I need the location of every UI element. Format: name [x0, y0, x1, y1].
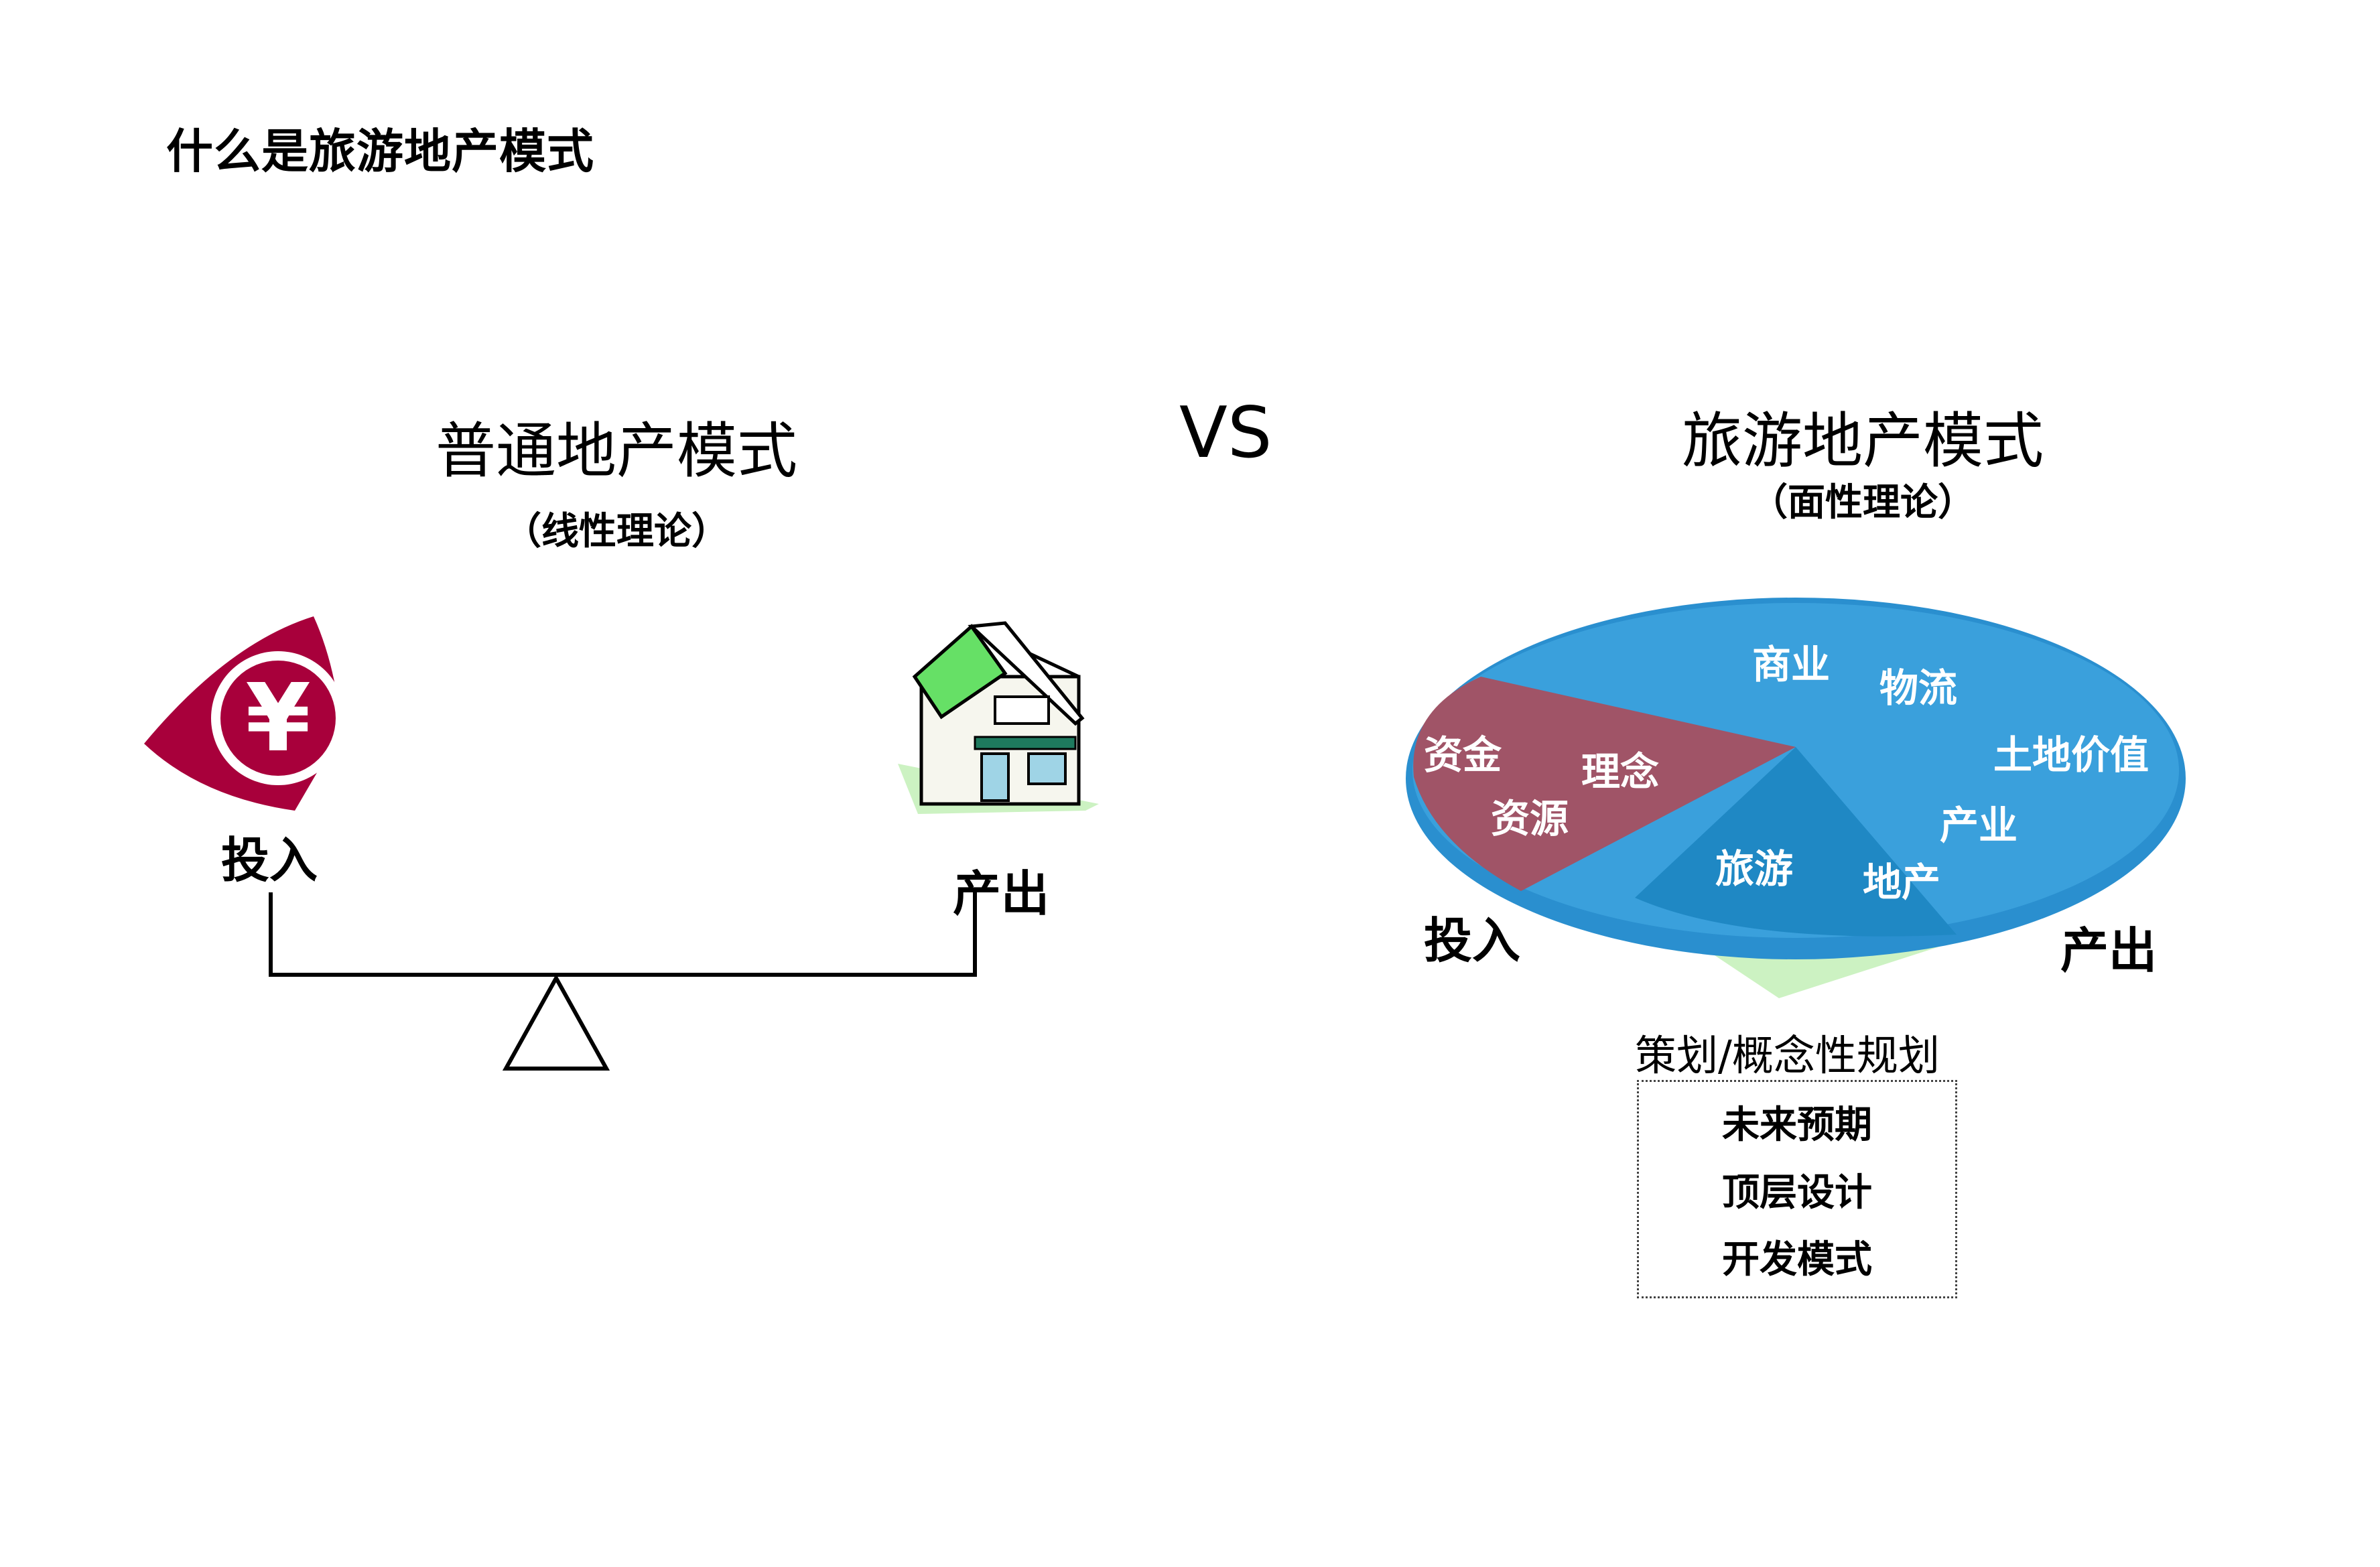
vs-label: VS — [1179, 392, 1272, 474]
pie-label-tourism: 旅游 — [1715, 846, 1794, 892]
pie-label-concept: 理念 — [1581, 749, 1660, 795]
page-title: 什么是旅游地产模式 — [166, 124, 594, 179]
left-heading: 普通地产模式 — [436, 416, 797, 486]
planning-item: 未来预期 — [1722, 1103, 1872, 1148]
left-input-label: 投入 — [221, 832, 318, 888]
pie-label-industry: 产业 — [1940, 803, 2018, 848]
right-input-label: 投入 — [1424, 912, 1521, 969]
pie-label-logistics: 物流 — [1879, 665, 1958, 711]
right-heading: 旅游地产模式 — [1682, 406, 2044, 476]
right-output-label: 产出 — [2060, 923, 2158, 979]
left-subheading: （线性理论） — [504, 510, 729, 553]
right-subheading: （面性理论） — [1750, 481, 1975, 525]
planning-title: 策划/概念性规划 — [1635, 1031, 1940, 1080]
planning-item: 顶层设计 — [1722, 1170, 1872, 1215]
pie-label-resources: 资源 — [1491, 796, 1569, 841]
balance-scale-icon — [269, 891, 977, 1071]
planning-item: 开发模式 — [1722, 1237, 1872, 1282]
house-icon — [898, 621, 1099, 814]
svg-text:¥: ¥ — [245, 664, 310, 773]
planning-box: 未来预期 顶层设计 开发模式 — [1637, 1080, 1957, 1298]
pie-label-land-value: 土地价值 — [1993, 732, 2150, 778]
yuan-coin-icon: ¥ — [144, 616, 345, 811]
pie-label-real-estate: 地产 — [1863, 860, 1941, 905]
left-output-label: 产出 — [953, 866, 1050, 922]
pie-label-commerce: 商业 — [1752, 642, 1831, 687]
pie-label-capital: 资金 — [1424, 732, 1502, 778]
pie-diagram — [1406, 598, 2186, 998]
